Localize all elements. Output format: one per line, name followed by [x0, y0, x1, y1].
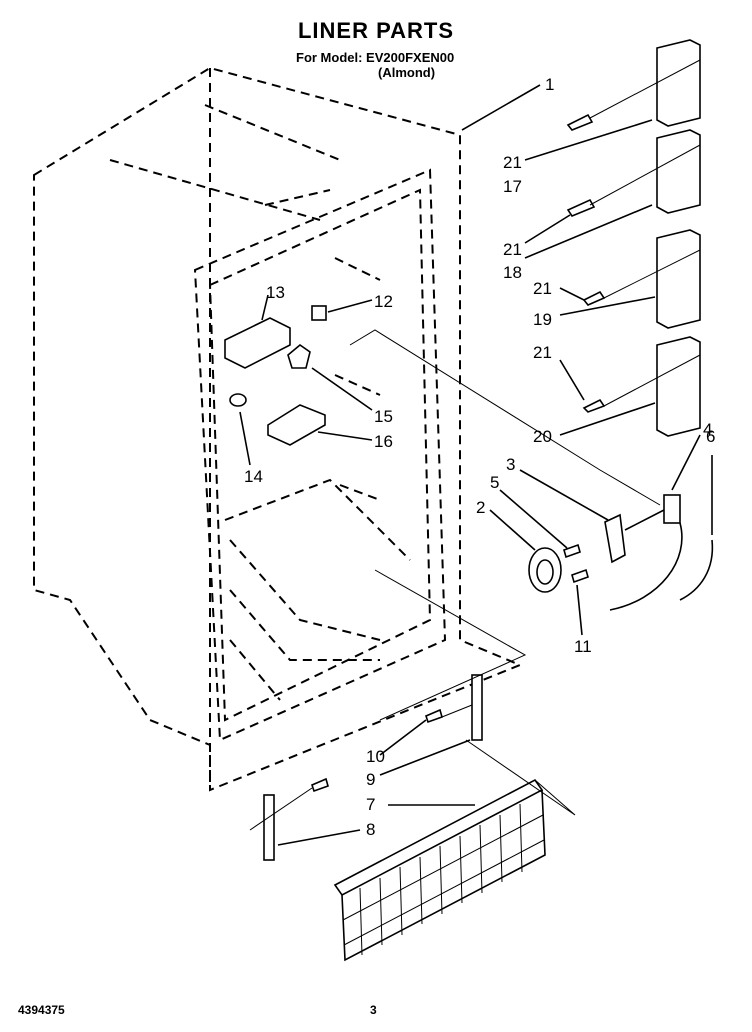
callout-18: 18 — [503, 263, 522, 282]
tube-6 — [679, 539, 714, 601]
cabinet-outline — [33, 66, 523, 792]
screw-5 — [563, 543, 581, 559]
page-title: LINER PARTS — [297, 18, 455, 43]
door-strip-17 — [656, 39, 701, 127]
color-label: (Almond) — [378, 65, 436, 80]
capillary-tube — [609, 522, 683, 611]
callout-7: 7 — [366, 795, 375, 814]
callout-21-b: 21 — [503, 240, 522, 259]
rail-8 — [263, 794, 275, 861]
callout-11: 11 — [574, 637, 592, 656]
callout-6: 6 — [706, 427, 715, 446]
screw-21-c — [582, 290, 606, 306]
screw-10-b — [311, 777, 329, 793]
model-label: For Model: EV200FXEN00 — [296, 50, 455, 65]
callout-9: 9 — [366, 770, 375, 789]
bulb-14 — [229, 393, 247, 407]
screw-21-b — [566, 198, 596, 217]
doc-number: 4394375 — [18, 1003, 65, 1017]
screw-10-a — [425, 708, 443, 724]
screw-21-d — [582, 398, 606, 413]
control-knob-2 — [528, 547, 562, 593]
callout-5: 5 — [490, 473, 499, 492]
door-strip-20 — [656, 336, 701, 437]
callout-16: 16 — [374, 432, 393, 451]
rail-9 — [471, 674, 483, 741]
door-strip-19 — [656, 229, 701, 329]
callout-8: 8 — [366, 820, 375, 839]
callout-12: 12 — [374, 292, 393, 311]
callout-19: 19 — [533, 310, 552, 329]
callout-21-c: 21 — [533, 279, 552, 298]
callout-14: 14 — [244, 467, 263, 486]
callout-21-d: 21 — [533, 343, 552, 362]
light-shield-16 — [267, 404, 326, 446]
light-housing-13 — [224, 317, 291, 369]
callout-1: 1 — [545, 75, 554, 94]
screw-21-a — [566, 113, 594, 131]
screw-11 — [571, 568, 589, 584]
callout-15: 15 — [374, 407, 393, 426]
bracket-3 — [604, 513, 626, 564]
clip-12 — [311, 305, 327, 321]
callout-21-a: 21 — [503, 153, 522, 172]
callout-20: 20 — [533, 427, 552, 446]
page-number: 3 — [370, 1003, 377, 1017]
callout-10: 10 — [366, 747, 385, 766]
basket-7 — [333, 778, 546, 962]
thermostat-4 — [624, 494, 681, 531]
callout-17: 17 — [503, 177, 522, 196]
callout-13: 13 — [266, 283, 285, 302]
callout-4: 4 — [703, 420, 712, 439]
door-strip-18 — [656, 129, 701, 214]
leader-lines — [239, 59, 713, 846]
socket-15 — [287, 343, 311, 369]
callout-2: 2 — [476, 498, 485, 517]
callout-3: 3 — [506, 455, 515, 474]
